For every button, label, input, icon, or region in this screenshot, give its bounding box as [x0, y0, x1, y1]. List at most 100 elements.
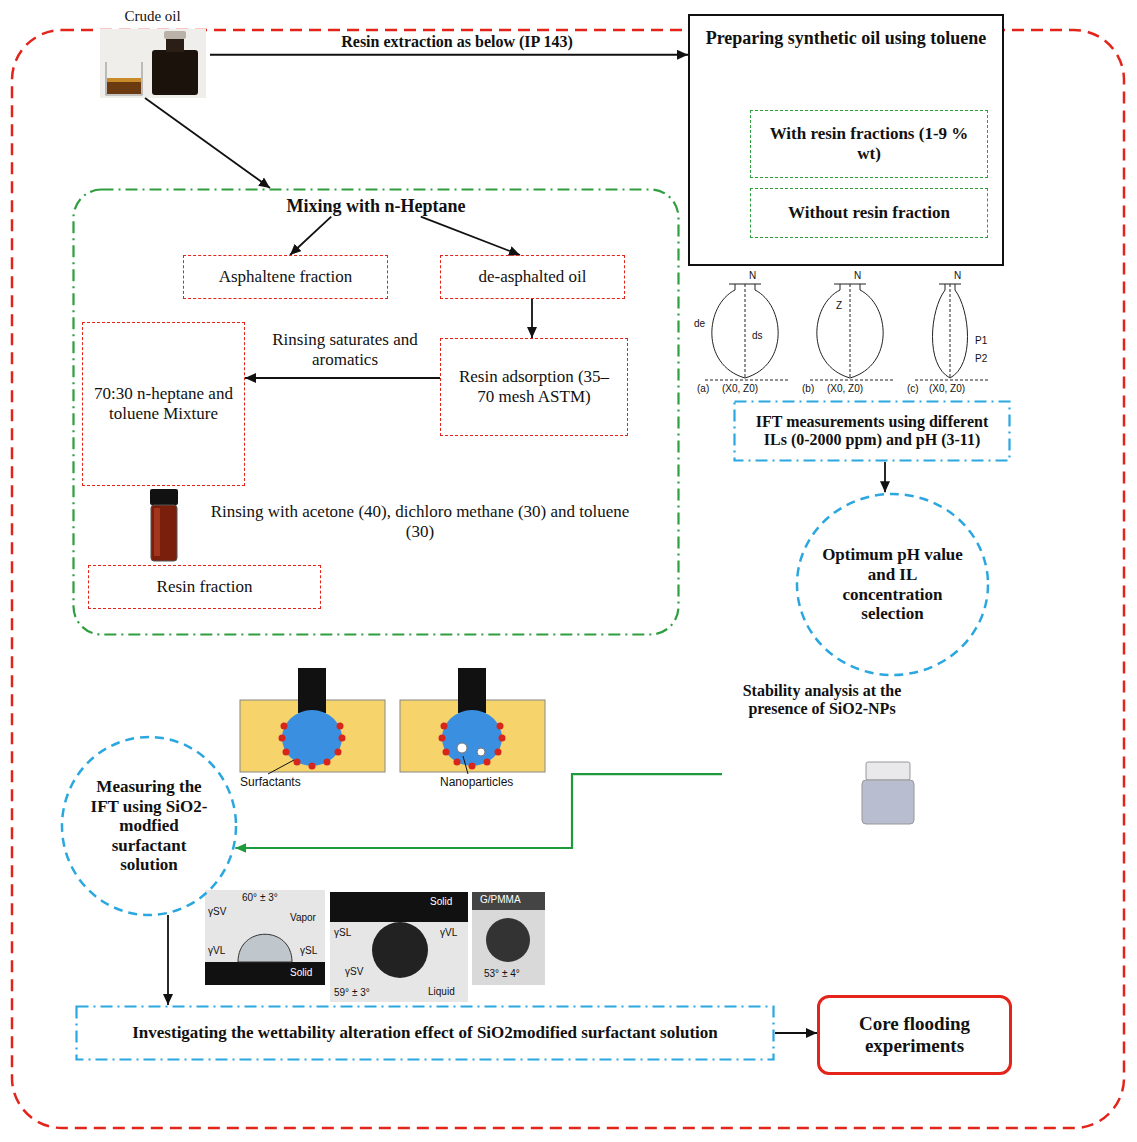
process-box: Preparing synthetic oil using tolueneWit…: [688, 14, 1004, 266]
annotation-label: Nanoparticles: [440, 776, 513, 790]
surfactant-drop-illustration: [439, 735, 446, 742]
surfactant-drop-illustration: [279, 735, 286, 742]
surfactant-drop-illustration: [240, 700, 385, 772]
node-text: IFT measurements using different ILs (0-…: [743, 413, 1001, 450]
contact-angle-photos: [472, 892, 545, 910]
crude-oil-photo: [100, 29, 206, 98]
annotation-label: Z: [836, 300, 842, 312]
annotation-label: (b): [802, 383, 814, 395]
surfactant-drop-illustration: [268, 756, 468, 774]
surfactant-drop-illustration: [298, 668, 326, 713]
edge-label: Resin extraction as below (IP 143): [262, 33, 652, 51]
drop-shape-figure: [810, 284, 895, 380]
crude-oil-photo: [164, 31, 186, 39]
surfactant-drop-illustration: [499, 735, 506, 742]
flow-arrow: [290, 217, 331, 255]
fraction-box: Asphaltene fraction: [183, 255, 388, 299]
annotation-label: Vapor: [290, 912, 316, 924]
surfactant-drop-illustration: [495, 749, 502, 756]
surfactant-drop-illustration: [441, 723, 448, 730]
annotation-label: γSL: [334, 927, 351, 939]
process-box: Core flooding experiments: [817, 995, 1012, 1075]
annotation-label: (X0, Z0): [827, 383, 863, 395]
surfactant-drop-illustration: [442, 710, 502, 766]
process-box: IFT measurements using different ILs (0-…: [733, 400, 1011, 462]
node-text: Preparing synthetic oil using toluene: [706, 28, 987, 49]
flow-arrow: [167, 915, 169, 1005]
surfactant-drop-illustration: [439, 723, 506, 770]
surfactant-drop-illustration: [339, 735, 346, 742]
surfactant-drop-illustration: [281, 723, 288, 730]
node-text: de-asphalted oil: [478, 267, 586, 287]
annotation-label: γVL: [208, 945, 225, 957]
annotation-label: γSL: [300, 945, 317, 957]
flow-arrow: [235, 774, 722, 848]
resin-vial-photo: [150, 489, 178, 505]
node-text: Optimum pH value and IL concentration se…: [822, 545, 963, 623]
process-box: Investigating the wettability alteration…: [75, 1005, 775, 1061]
node-outline: [735, 402, 1010, 461]
crude-oil-photo: [107, 82, 141, 94]
surfactant-drop-illustration: [324, 759, 331, 766]
resin-vial-photo: [154, 508, 160, 556]
annotation-label: (X0, Z0): [929, 383, 965, 395]
contact-angle-photos: [205, 890, 545, 1002]
annotation-label: P1: [975, 335, 987, 347]
surfactant-drop-illustration: [283, 749, 290, 756]
drop-shape-figure: [705, 284, 790, 380]
annotation-label: Surfactants: [240, 776, 301, 790]
surfactant-drop-illustration: [469, 763, 476, 770]
contact-angle-photos: [486, 918, 530, 962]
node-text: Crude oil: [124, 8, 180, 25]
contact-angle-photos: [205, 962, 325, 985]
node-text: Resin fraction: [157, 577, 253, 597]
annotation-label: (X0, Z0): [722, 383, 758, 395]
fraction-box: de-asphalted oil: [440, 255, 625, 299]
surfactant-drop-illustration: [458, 668, 486, 713]
resin-vial-photo: [150, 489, 178, 561]
node-text: Without resin fraction: [788, 203, 950, 223]
surfactant-drop-illustration: [335, 749, 342, 756]
crude-oil-photo: [166, 38, 184, 52]
process-circle: Measuring the IFT using SiO2-modfied sur…: [60, 735, 238, 917]
annotation-label: 60° ± 3°: [242, 892, 278, 904]
fraction-box: Resin fraction: [88, 565, 321, 609]
contact-angle-photos: [330, 892, 468, 922]
flow-arrow: [421, 217, 520, 255]
drop-shape-figure: [915, 284, 990, 380]
annotation-label: γVL: [440, 927, 457, 939]
node-outline: [797, 494, 988, 675]
annotation-label: de: [694, 318, 705, 330]
flow-arrow: [245, 377, 440, 379]
contact-angle-photos: [472, 892, 545, 985]
surfactant-drop-illustration: [337, 723, 344, 730]
crude-oil-photo: [107, 78, 141, 82]
surfactant-drop-illustration: [497, 723, 504, 730]
resin-vial-photo: [151, 505, 177, 561]
process-region: Mixing with n-HeptaneAsphaltene fraction…: [72, 188, 680, 636]
annotation-label: (c): [907, 383, 919, 395]
surfactant-drop-illustration: [443, 749, 450, 756]
sample-photo-node: Stability analysis at the presence of Si…: [722, 678, 922, 826]
surfactant-drop-illustration: [282, 710, 342, 766]
node-text: Investigating the wettability alteration…: [132, 1023, 718, 1043]
annotation-label: P2: [975, 353, 987, 365]
flow-arrow: [775, 1032, 817, 1034]
surfactant-drop-illustration: [294, 759, 301, 766]
contact-angle-photos: [205, 890, 325, 985]
annotation-label: Solid: [290, 967, 312, 979]
contact-angle-photos: [238, 934, 292, 962]
crude-oil-photo: [106, 62, 142, 95]
node-outline: [77, 1007, 774, 1060]
node-outline: [62, 737, 236, 915]
annotation-label: (a): [697, 383, 709, 395]
sample-box: With resin fractions (1-9 % wt): [750, 110, 988, 178]
stability-vial-photo: [862, 762, 914, 824]
annotation-label: Rinsing with acetone (40), dichloro meth…: [200, 502, 640, 541]
solvent-box: 70:30 n-heptane and toluene Mixture: [82, 322, 245, 486]
surfactant-drop-illustration: [484, 759, 491, 766]
contact-angle-photos: [330, 892, 468, 1002]
sample-photo-node: Crude oil: [95, 6, 210, 98]
annotation-label: Solid: [430, 896, 452, 908]
annotation-label: γSV: [345, 966, 363, 978]
